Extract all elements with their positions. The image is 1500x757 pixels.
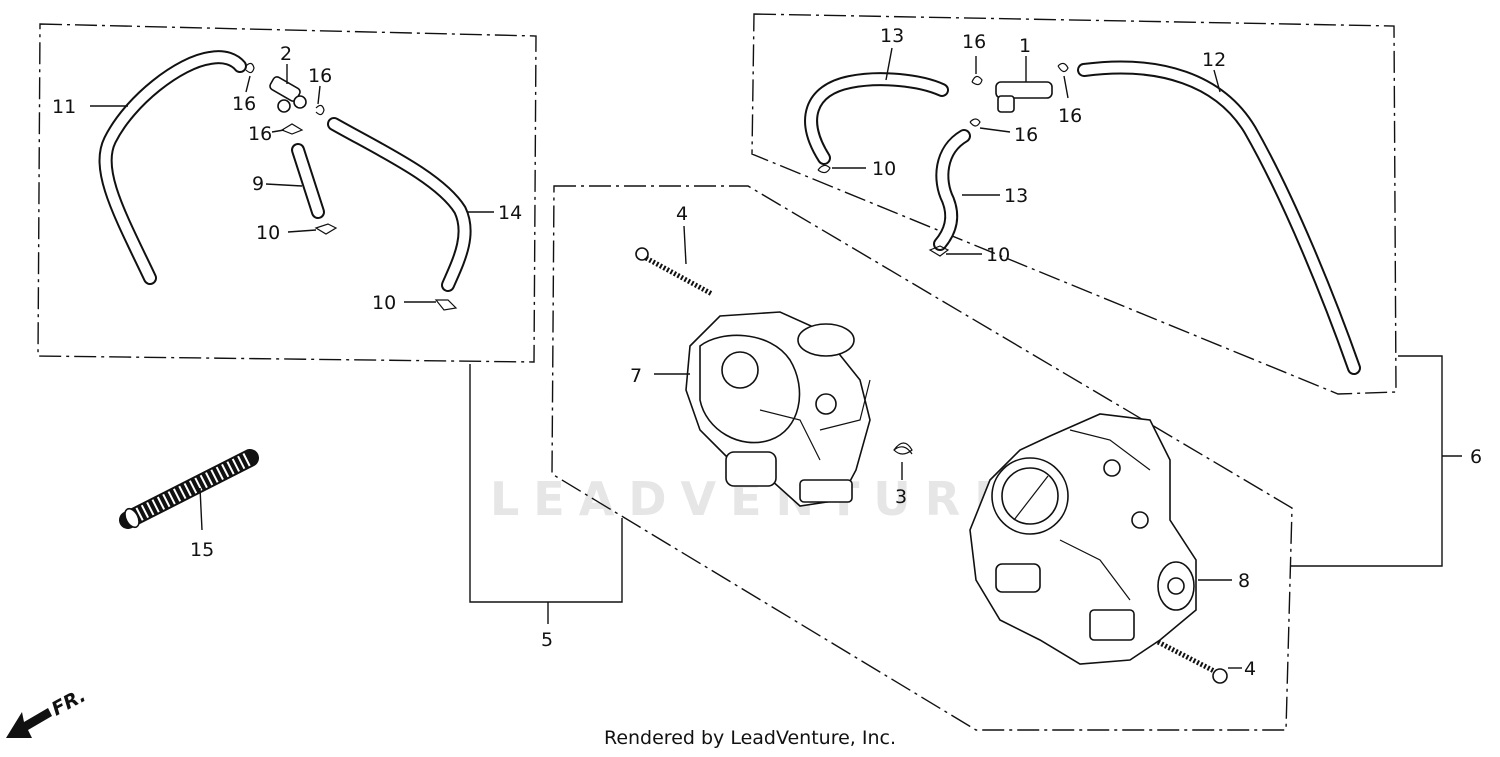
fitting-2[interactable] [269, 64, 307, 113]
hose-12[interactable] [1077, 60, 1361, 375]
callout-5: 5 [541, 629, 553, 651]
hose-9[interactable] [291, 143, 325, 219]
callout-16-f: 16 [1014, 124, 1038, 146]
callout-4-a: 4 [676, 203, 688, 225]
callout-6: 6 [1470, 446, 1482, 468]
callout-7: 7 [630, 365, 642, 387]
callout-8: 8 [1238, 570, 1250, 592]
callout-13-b: 13 [1004, 185, 1028, 207]
callout-10-c: 10 [872, 158, 896, 180]
bracket-5: 5 [469, 364, 623, 651]
clip-10-left-mid[interactable] [287, 223, 338, 235]
callout-10-d: 10 [986, 244, 1010, 266]
hose-11[interactable] [98, 50, 247, 285]
bolt-4-upper[interactable]: 4 [635, 203, 714, 297]
fitting-1[interactable] [995, 56, 1053, 113]
left-hose-kit-group: 11 2 16 16 16 9 10 14 10 [37, 23, 537, 363]
clip-16-right-c[interactable] [1057, 62, 1069, 99]
callout-9: 9 [252, 173, 264, 195]
clip-16-left-right[interactable] [315, 85, 325, 116]
callout-16-a: 16 [232, 93, 256, 115]
spring-15[interactable]: 15 [119, 449, 259, 561]
clip-10-left-bottom[interactable] [404, 299, 458, 311]
bracket-6: 6 [1290, 355, 1482, 567]
callout-13-a: 13 [880, 25, 904, 47]
callout-16-b: 16 [308, 65, 332, 87]
callout-10-b: 10 [372, 292, 396, 314]
clip-16-right-a[interactable] [971, 56, 983, 86]
callout-10-a: 10 [256, 222, 280, 244]
clip-10-right-bottom[interactable] [928, 245, 982, 257]
carburetor-8[interactable]: 8 [969, 413, 1250, 665]
callout-4-b: 4 [1244, 658, 1256, 680]
callout-3: 3 [895, 486, 907, 508]
callout-2: 2 [280, 43, 292, 65]
callout-12: 12 [1202, 49, 1226, 71]
hose-14[interactable] [327, 117, 472, 292]
callout-16-e: 16 [1058, 105, 1082, 127]
right-kit-box-outline [751, 13, 1397, 395]
carburetor-assembly-group: 4 7 3 [551, 185, 1293, 731]
bolt-4-lower[interactable]: 4 [1156, 639, 1256, 684]
clip-10-right-top[interactable] [817, 164, 866, 174]
clip-16-left-mid[interactable] [271, 123, 304, 135]
clip-16-right-b[interactable] [969, 118, 1011, 133]
clip-16-left-top[interactable] [245, 62, 255, 93]
carburetor-7[interactable]: 7 [630, 311, 871, 507]
left-kit-box-outline [37, 23, 537, 363]
callout-14: 14 [498, 202, 522, 224]
callout-11: 11 [52, 96, 76, 118]
rendered-by-credit: Rendered by LeadVenture, Inc. [603, 727, 897, 749]
right-hose-kit-group: 13 16 1 12 16 16 10 13 10 [751, 13, 1397, 395]
callout-16-c: 16 [248, 123, 272, 145]
direction-label: FR. [48, 684, 89, 720]
callout-16-d: 16 [962, 31, 986, 53]
callout-15: 15 [190, 539, 214, 561]
callout-1: 1 [1019, 35, 1031, 57]
carburetor-box-outline [551, 185, 1293, 731]
hose-13-upper[interactable] [804, 72, 949, 165]
spring-3[interactable]: 3 [893, 442, 913, 508]
hose-13-lower[interactable] [933, 129, 971, 251]
